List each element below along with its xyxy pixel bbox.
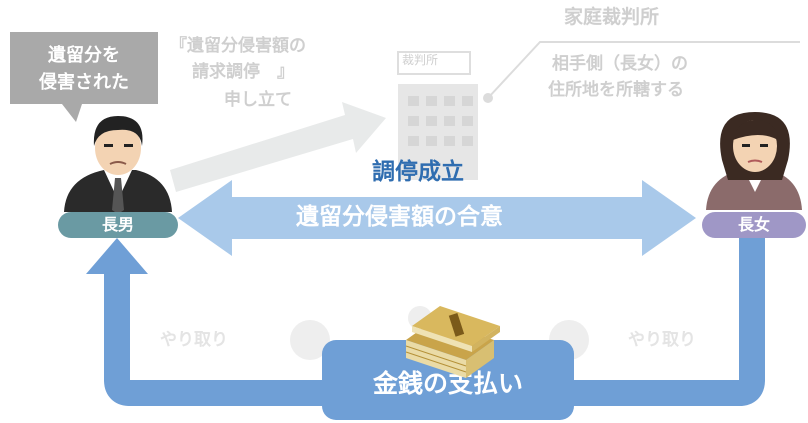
agreement-title: 調停成立 [372,159,464,185]
money-bundle-icon [405,306,500,378]
court-pointer-line [487,41,800,99]
request-line-2: 請求調停 』 [192,62,294,82]
payment-arrow-head [86,238,148,274]
court-desc-line-2: 住所地を所轄する [548,80,684,100]
request-line-3: 申し立て [224,90,292,110]
eldest-son-icon [64,116,172,214]
court-title: 家庭裁判所 [564,6,660,28]
court-sign: 裁判所 [402,53,439,67]
speech-bubble: 遺留分を 侵害された [10,32,158,104]
court-pointer-dot [483,93,493,103]
court-desc-line-1: 相手側（長女）の [552,54,688,74]
agreement-subtitle: 遺留分侵害額の合意 [296,204,503,230]
payment-label: 金銭の支払い [372,369,523,398]
eldest-daughter-label: 長女 [702,212,806,238]
eldest-son-label: 長男 [58,212,178,238]
request-arrow [170,102,386,192]
exchange-left-label: やり取り [160,330,228,350]
court-building-icon [397,51,478,180]
bubble-line-1: 遺留分を [48,45,120,66]
request-line-1: 『遺留分侵害額の [170,36,306,56]
bubble-line-2: 侵害された [39,72,129,93]
bubble-tail [62,104,82,122]
exchange-right-label: やり取り [628,330,696,350]
agreement-arrow [178,180,696,256]
eldest-daughter-icon [706,112,802,210]
